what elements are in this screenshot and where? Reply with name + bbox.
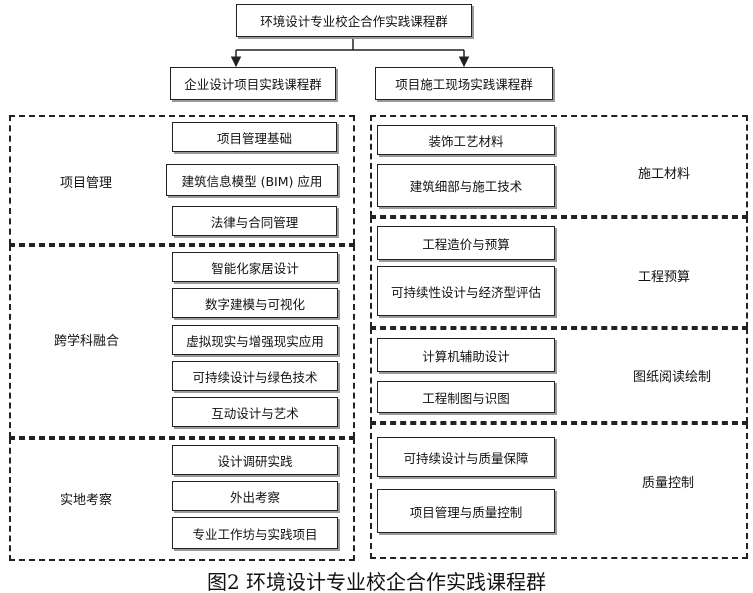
course-box: 建筑信息模型 (BIM) 应用: [166, 164, 338, 196]
group-label-interdisciplinary: 跨学科融合: [54, 334, 120, 349]
left-branch-box: 企业设计项目实践课程群: [170, 67, 336, 100]
group-label-engineering-budget: 工程预算: [638, 270, 691, 285]
group-interdisciplinary: [9, 245, 355, 438]
course-box: 专业工作坊与实践项目: [172, 517, 338, 549]
course-box: 项目管理与质量控制: [377, 489, 555, 533]
course-box: 装饰工艺材料: [377, 125, 555, 155]
group-label-quality-control: 质量控制: [642, 476, 695, 491]
course-box: 可持续设计与绿色技术: [172, 361, 338, 391]
course-box: 法律与合同管理: [172, 206, 337, 236]
course-box: 可持续设计与质量保障: [377, 437, 555, 477]
top-title-box: 环境设计专业校企合作实践课程群: [236, 4, 472, 37]
course-box: 虚拟现实与增强现实应用: [172, 325, 338, 355]
course-box: 可持续性设计与经济型评估: [377, 266, 555, 316]
figure-caption: 图2 环境设计专业校企合作实践课程群: [206, 570, 547, 593]
course-box: 数字建模与可视化: [172, 288, 338, 318]
course-box: 工程制图与识图: [377, 381, 555, 413]
course-box: 计算机辅助设计: [377, 338, 555, 372]
course-box: 建筑细部与施工技术: [377, 164, 555, 207]
course-box: 外出考察: [172, 481, 338, 511]
course-box: 智能化家居设计: [172, 252, 338, 282]
course-box: 项目管理基础: [172, 122, 337, 152]
course-box: 互动设计与艺术: [172, 397, 338, 427]
group-field-study: [9, 438, 355, 561]
group-project-management: [9, 115, 355, 245]
right-branch-box: 项目施工现场实践课程群: [375, 67, 553, 100]
group-drawing-reading: [370, 328, 748, 423]
course-box: 设计调研实践: [172, 445, 338, 475]
group-label-project-management: 项目管理: [60, 176, 113, 191]
group-construction-materials: [370, 115, 748, 217]
group-label-field-study: 实地考察: [60, 493, 113, 508]
group-quality-control: [370, 423, 748, 559]
group-label-drawing-reading: 图纸阅读绘制: [633, 370, 712, 385]
group-engineering-budget: [370, 217, 748, 328]
group-label-construction-materials: 施工材料: [638, 167, 691, 182]
course-box: 工程造价与预算: [377, 226, 555, 260]
